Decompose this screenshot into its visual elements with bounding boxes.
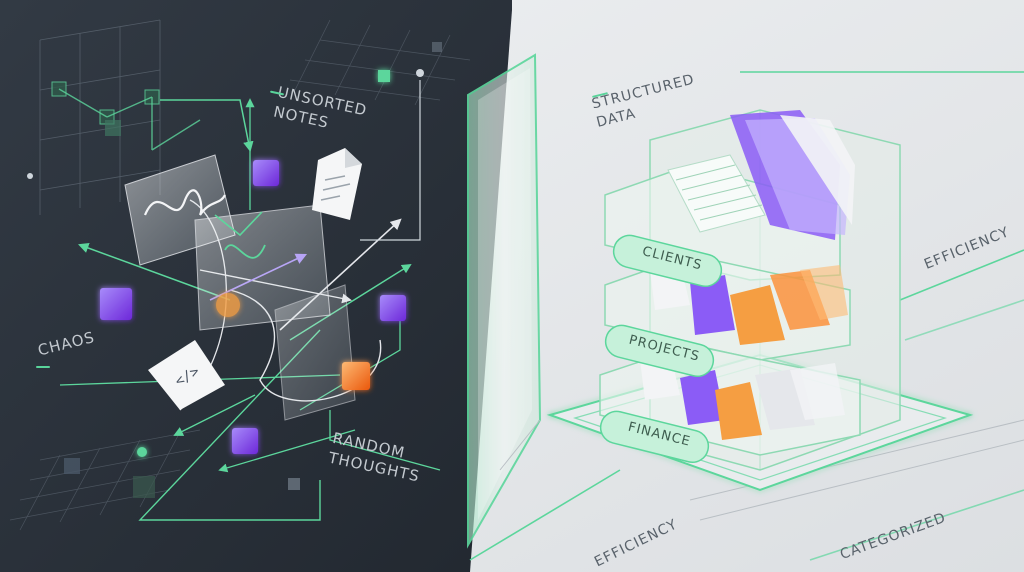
glass-pane-lower bbox=[274, 284, 356, 421]
code-file-icon: </> bbox=[148, 340, 225, 410]
document-icon bbox=[312, 148, 362, 220]
divider-glass-panel bbox=[467, 53, 542, 549]
chaos-tick bbox=[36, 366, 50, 368]
grid-top bbox=[39, 19, 161, 215]
grid-bottom bbox=[9, 429, 201, 531]
filing-cabinet-icon bbox=[599, 109, 901, 471]
grid-connectors bbox=[58, 88, 201, 151]
spreadsheet-sheet bbox=[667, 154, 766, 233]
drawer-label-pills bbox=[599, 234, 723, 464]
cube-icon bbox=[100, 160, 406, 454]
structure-lines bbox=[469, 71, 1024, 561]
structure-lines-gray bbox=[499, 419, 1024, 521]
